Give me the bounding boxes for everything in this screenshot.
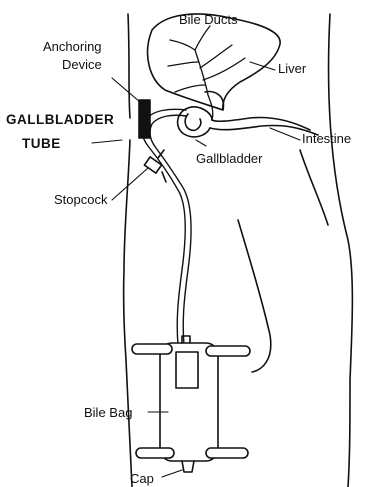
stopcock-label: Stopcock [54,193,107,206]
intestine-label: Intestine [302,132,351,145]
gallbladder-tube-label-line2: TUBE [22,137,61,151]
liver [148,14,281,110]
gallbladder-tube [142,109,191,345]
bile-ducts [168,26,245,120]
gallbladder-label: Gallbladder [196,152,263,165]
liver-label: Liver [278,62,306,75]
cap-label: Cap [130,472,154,485]
anchoring-device-label-line2: Device [62,58,102,71]
gallbladder-organ [178,107,212,137]
anchoring-device-label-line1: Anchoring [43,40,102,53]
bile-bag-label: Bile Bag [84,406,132,419]
body-outline [124,14,353,487]
anchoring-device [139,100,150,138]
gallbladder-tube-label-line1: GALLBLADDER [6,113,114,127]
bile-ducts-label: Bile Ducts [179,13,238,26]
